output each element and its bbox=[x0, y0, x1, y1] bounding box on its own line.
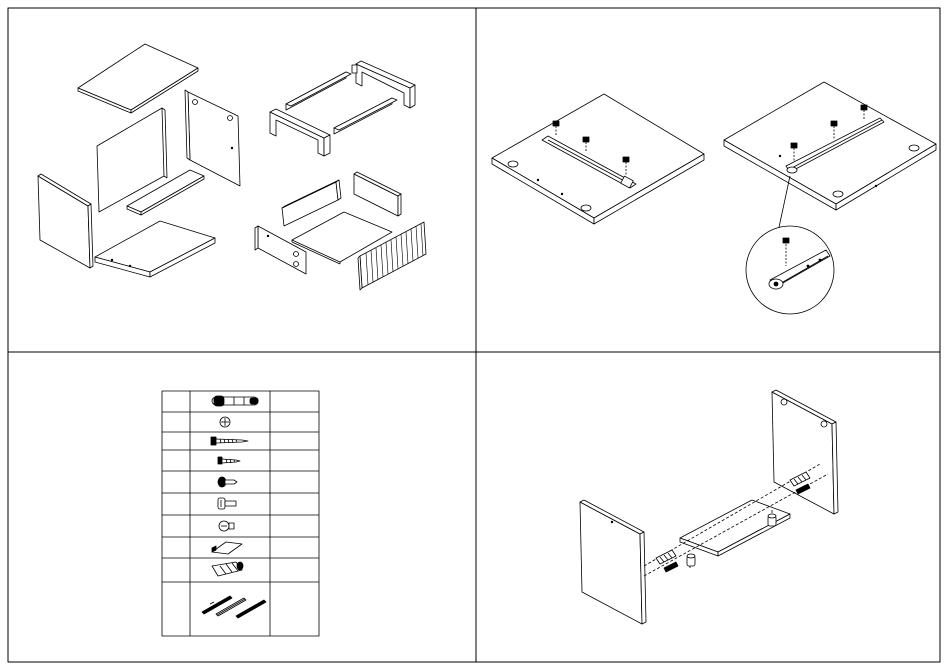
base-frame bbox=[270, 61, 415, 156]
assembly-left-side-panel bbox=[580, 500, 646, 624]
cam-lock-nut-icon bbox=[220, 417, 230, 427]
assembly-dowels-left bbox=[656, 550, 678, 572]
drawer-side-panel-left bbox=[255, 226, 306, 274]
exploded-furniture-parts-icon bbox=[38, 44, 426, 290]
cam-lock-dowel-assembly-icon bbox=[580, 390, 838, 624]
drawer-side-panel-right bbox=[354, 172, 401, 216]
cam-bolt-icon bbox=[212, 396, 258, 406]
assembly-right-side-panel bbox=[772, 390, 838, 514]
top-board bbox=[78, 44, 198, 113]
rail-detail-magnifier bbox=[746, 226, 834, 314]
left-side-panel bbox=[38, 174, 93, 268]
left-board-with-rail bbox=[492, 94, 704, 224]
bottom-board bbox=[95, 221, 215, 277]
assembly-shelf bbox=[680, 500, 790, 556]
right-board-with-rail bbox=[724, 82, 936, 232]
drawer-slide-rail-screws-icon bbox=[492, 82, 936, 314]
hardware-parts-table-icon bbox=[162, 391, 319, 636]
